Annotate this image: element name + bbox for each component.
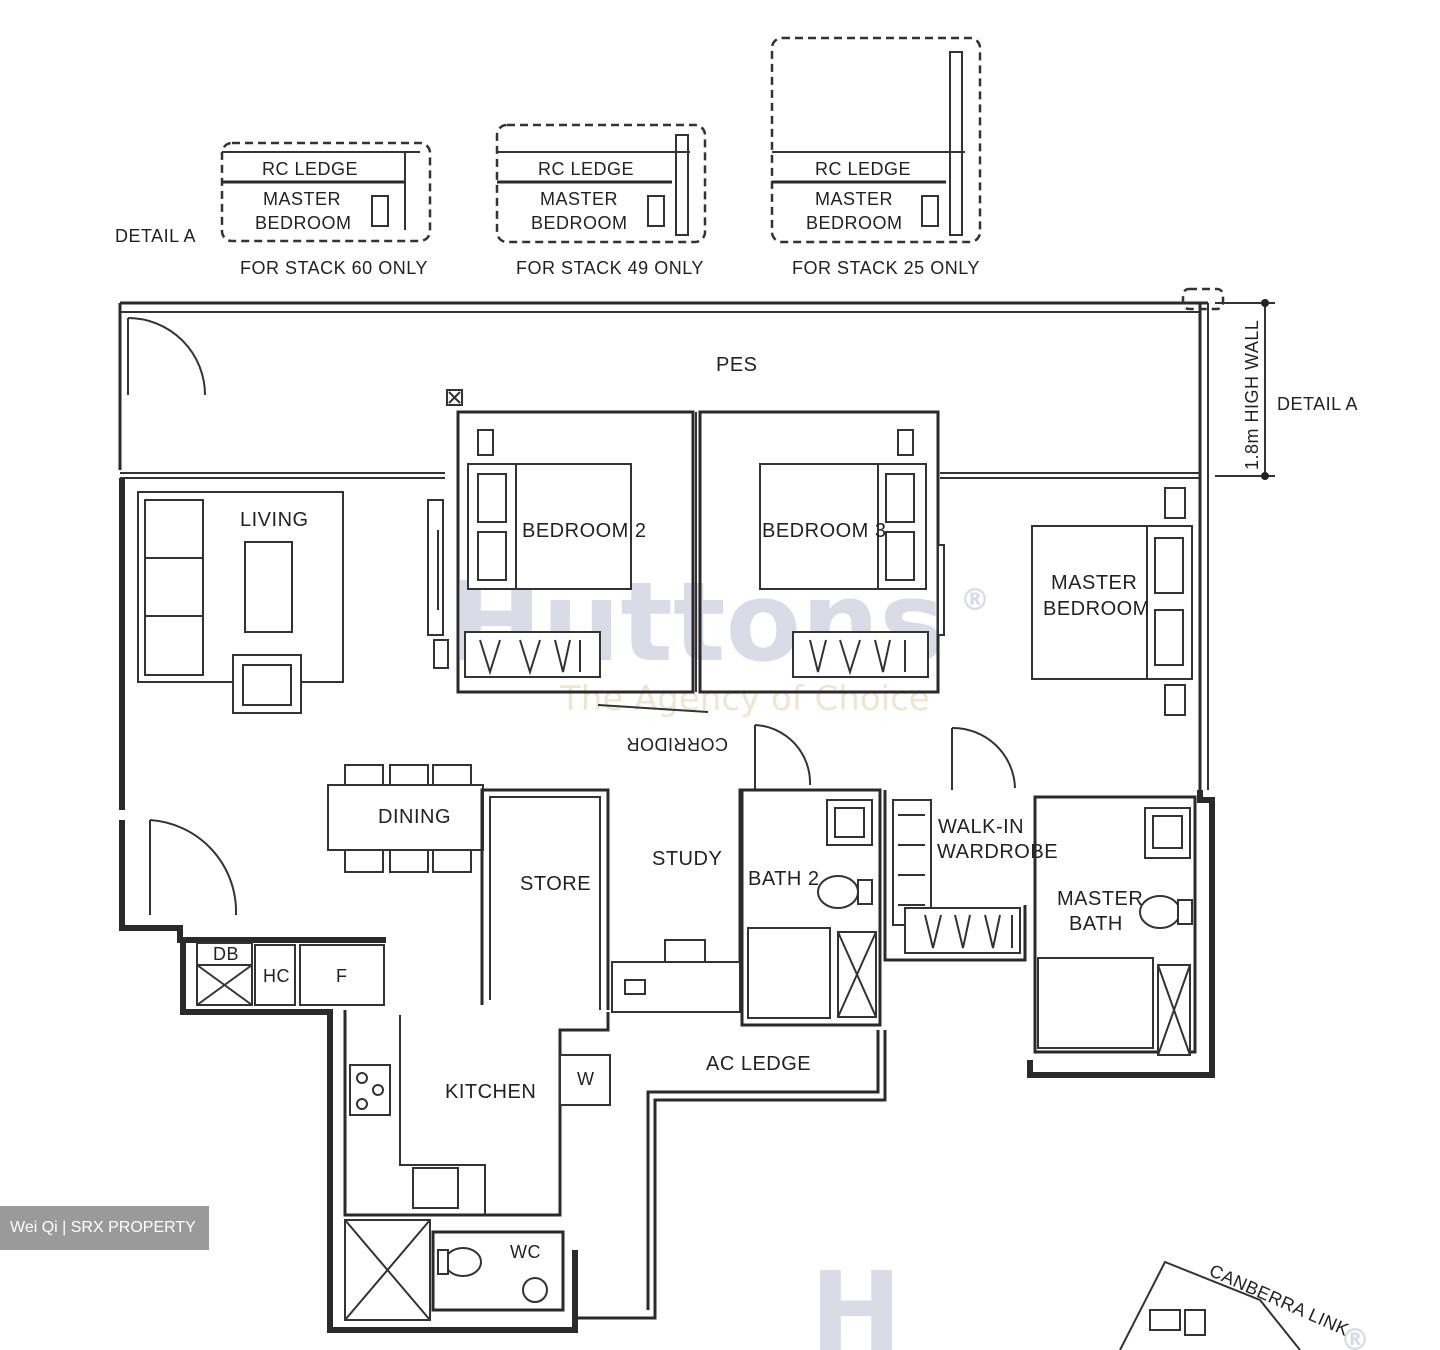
stack-49-caption: FOR STACK 49 ONLY <box>516 258 704 278</box>
room-label-kitchen: KITCHEN <box>445 1081 536 1103</box>
room-label-master-bath-2: BATH <box>1069 913 1123 935</box>
room-label-dining: DINING <box>378 806 451 828</box>
site-plan-key: CANBERRA LINK <box>1119 1260 1352 1350</box>
corridor-line <box>597 704 709 713</box>
detail-ledge-label: RC LEDGE <box>262 159 358 179</box>
label-washer: W <box>577 1069 595 1089</box>
detail-inset-stack-60: RC LEDGE MASTER BEDROOM FOR STACK 60 ONL… <box>220 141 432 278</box>
detail-ledge-label-2: RC LEDGE <box>538 159 634 179</box>
detail-ledge-label-3: RC LEDGE <box>815 159 911 179</box>
stack-25-caption: FOR STACK 25 ONLY <box>792 258 980 278</box>
store-room: STORE <box>480 788 610 1010</box>
label-db: DB <box>213 944 239 964</box>
watermark-registered: ® <box>960 583 990 618</box>
room-label-master-bedroom-2: BEDROOM <box>1043 598 1150 620</box>
high-wall-note: 1.8m HIGH WALL <box>1242 320 1262 470</box>
detail-inset-stack-49: RC LEDGE MASTER BEDROOM FOR STACK 49 ONL… <box>495 123 707 278</box>
stack-60-caption: FOR STACK 60 ONLY <box>240 258 428 278</box>
outer-walls <box>119 478 1215 1333</box>
site-road-label: CANBERRA LINK <box>1206 1260 1352 1340</box>
main-entrance-door <box>149 819 238 916</box>
room-label-pes: PES <box>716 354 758 376</box>
bath-2-door <box>754 724 812 790</box>
room-label-bedroom-3: BEDROOM 3 <box>762 520 887 542</box>
master-bedroom: MASTER BEDROOM <box>1031 487 1193 716</box>
detail-room-label-6: BEDROOM <box>806 213 903 233</box>
label-hc: HC <box>263 966 290 986</box>
utility-row: DB HC F <box>196 942 385 1006</box>
room-label-master-bath-1: MASTER <box>1057 888 1143 910</box>
photo-credit: Wei Qi | SRX PROPERTY <box>0 1206 209 1250</box>
room-label-walkin-1: WALK-IN <box>938 816 1024 838</box>
detail-a-reference: DETAIL A <box>1277 394 1358 414</box>
pes-area: PES <box>118 287 1225 790</box>
room-label-ac-ledge: AC LEDGE <box>706 1053 811 1075</box>
room-label-master-bedroom-1: MASTER <box>1051 572 1137 594</box>
room-label-bath-2: BATH 2 <box>748 868 820 890</box>
bedroom-2: BEDROOM 2 <box>433 389 695 694</box>
detail-room-label-2: BEDROOM <box>255 213 352 233</box>
detail-a-label: DETAIL A <box>115 226 196 246</box>
walkin-door <box>951 726 1016 790</box>
kitchen: KITCHEN W <box>343 1010 611 1217</box>
room-label-corridor: CORRIDOR <box>626 734 728 754</box>
detail-room-label-5: MASTER <box>815 189 893 209</box>
label-fridge: F <box>336 966 348 986</box>
detail-room-label-3: MASTER <box>540 189 618 209</box>
dining-area: DINING <box>327 764 484 873</box>
watermark-brand-bottom: H <box>810 1248 902 1350</box>
room-label-wc: WC <box>510 1242 541 1262</box>
room-label-study: STUDY <box>652 848 722 870</box>
detail-room-label-1: MASTER <box>263 189 341 209</box>
wc: WC <box>344 1219 565 1321</box>
room-label-store: STORE <box>520 873 591 895</box>
master-bath: MASTER BATH <box>1033 795 1197 1056</box>
walk-in-wardrobe: WALK-IN WARDROBE <box>883 790 1058 962</box>
watermark-tagline: The Agency of Choice <box>559 679 930 719</box>
watermark-registered-bottom: ® <box>1340 1323 1370 1350</box>
room-label-bedroom-2: BEDROOM 2 <box>522 520 647 542</box>
detail-inset-stack-25: RC LEDGE MASTER BEDROOM FOR STACK 25 ONL… <box>770 36 982 278</box>
detail-room-label-4: BEDROOM <box>531 213 628 233</box>
living-room: LIVING <box>137 491 444 714</box>
high-wall-dimension: 1.8m HIGH WALL DETAIL A <box>1215 299 1358 480</box>
bedroom-3: BEDROOM 3 <box>695 410 945 694</box>
room-label-living: LIVING <box>240 509 309 531</box>
bath-2: BATH 2 <box>740 788 882 1027</box>
room-label-walkin-2: WARDROBE <box>937 841 1058 863</box>
